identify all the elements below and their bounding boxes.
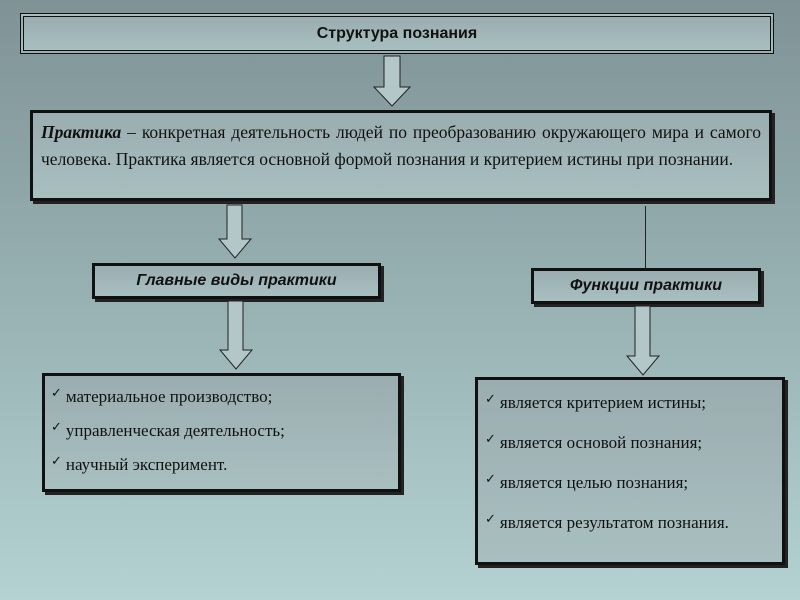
list-item-label: является критерием истины; bbox=[499, 393, 707, 412]
list-item-label: управленческая деятельность; bbox=[65, 421, 285, 440]
types-heading-box: Главные виды практики bbox=[92, 263, 381, 299]
definition-text: Практика – конкретная деятельность людей… bbox=[41, 119, 761, 173]
list-item: ✓является результатом познания. bbox=[485, 508, 775, 534]
check-icon: ✓ bbox=[485, 391, 496, 406]
check-icon: ✓ bbox=[485, 511, 496, 526]
definition-term: Практика bbox=[41, 122, 122, 142]
types-list: ✓материальное производство; ✓управленчес… bbox=[51, 384, 392, 474]
types-list-box: ✓материальное производство; ✓управленчес… bbox=[42, 373, 401, 492]
list-item-label: является результатом познания. bbox=[499, 513, 729, 532]
check-icon: ✓ bbox=[51, 419, 62, 434]
definition-body: – конкретная деятельность людей по преоб… bbox=[41, 122, 761, 169]
list-item-label: является целью познания; bbox=[499, 473, 689, 492]
types-heading: Главные виды практики bbox=[136, 272, 337, 289]
list-item: ✓является критерием истины; bbox=[485, 388, 775, 414]
list-item-label: научный эксперимент. bbox=[65, 455, 228, 474]
functions-heading-box: Функции практики bbox=[531, 268, 761, 304]
list-item-label: является основой познания; bbox=[499, 433, 703, 452]
list-item: ✓является целью познания; bbox=[485, 468, 775, 494]
definition-box: Практика – конкретная деятельность людей… bbox=[30, 110, 772, 201]
connector-line bbox=[645, 206, 646, 268]
check-icon: ✓ bbox=[485, 431, 496, 446]
check-icon: ✓ bbox=[485, 471, 496, 486]
down-arrow-icon bbox=[625, 305, 661, 376]
diagram-title: Структура познания bbox=[316, 25, 478, 42]
functions-list-box: ✓является критерием истины; ✓является ос… bbox=[475, 377, 785, 565]
list-item-label: материальное производство; bbox=[65, 387, 273, 406]
functions-heading: Функции практики bbox=[570, 277, 722, 294]
list-item: ✓научный эксперимент. bbox=[51, 452, 392, 474]
title-box: Структура познания bbox=[20, 13, 774, 54]
functions-list: ✓является критерием истины; ✓является ос… bbox=[485, 388, 775, 534]
list-item: ✓материальное производство; bbox=[51, 384, 392, 406]
down-arrow-icon bbox=[218, 300, 254, 370]
check-icon: ✓ bbox=[51, 453, 62, 468]
list-item: ✓управленческая деятельность; bbox=[51, 418, 392, 440]
down-arrow-icon bbox=[372, 55, 412, 107]
check-icon: ✓ bbox=[51, 385, 62, 400]
list-item: ✓является основой познания; bbox=[485, 428, 775, 454]
down-arrow-icon bbox=[217, 204, 253, 259]
